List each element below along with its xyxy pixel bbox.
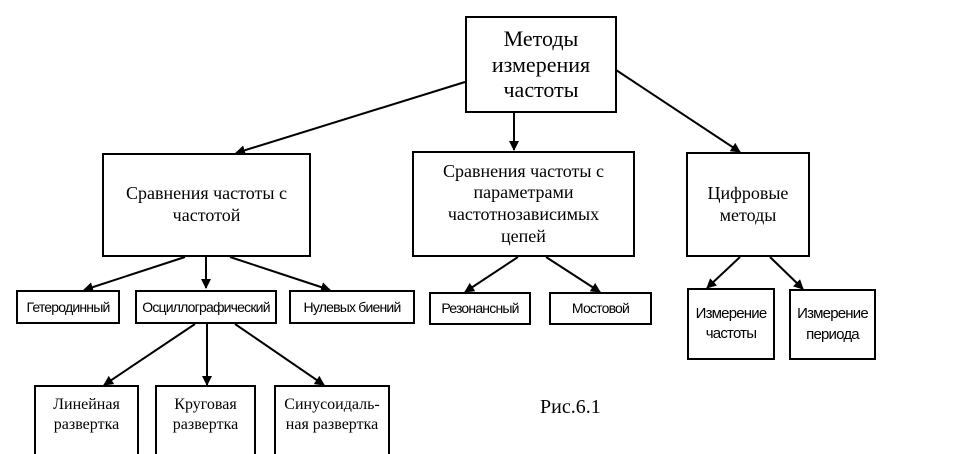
sweep-label: Синусоидаль-ная развертка [284,396,380,433]
root-node: Методы измерения частоты [465,16,617,113]
sweep-label: Круговая развертка [172,396,239,433]
method-resonant: Резонансный [429,292,531,325]
method-frequency-measurement: Измерение частоты [687,288,775,360]
edge-digital-to-period-measure [769,256,804,290]
method-label: Резонансный [441,300,519,317]
method-label: Мостовой [571,300,630,317]
method-label: Нулевых биений [303,298,402,315]
edge-oscillographic-to-sinusoidal [234,323,325,386]
method-label: Измерение частоты [695,304,768,342]
edge-digital-to-freq-measure [706,256,741,289]
edge-circuits-to-bridge [545,256,601,293]
method-zero-beat: Нулевых биений [289,290,415,324]
root-label: Методы измерения частоты [491,25,591,103]
edge-oscillographic-to-linear [103,323,196,386]
group-node-circuit-comparison: Сравнения частоты с параметрами частотно… [412,151,635,257]
group-node-frequency-comparison: Сравнения частоты с частотой [102,153,311,257]
method-label: Осциллографический [142,298,270,315]
sweep-label: Линейная развертка [53,396,120,433]
group-label: Сравнения частоты с параметрами частотно… [442,160,605,246]
method-oscillographic: Осциллографический [135,290,277,324]
figure-caption: Рис.6.1 [540,396,601,418]
sweep-linear: Линейная развертка [34,385,139,454]
method-heterodyne: Гетеродинный [16,290,120,324]
method-period-measurement: Измерение периода [789,289,876,360]
edge-comparison-to-zero-beat [229,256,331,292]
method-label: Гетеродинный [26,298,110,315]
group-label: Сравнения частоты с частотой [125,183,288,225]
group-node-digital-methods: Цифровые методы [686,152,810,257]
method-label: Измерение периода [797,305,869,343]
sweep-circular: Круговая развертка [155,385,256,454]
edge-root-to-group-comparison [235,81,466,156]
edge-comparison-to-heterodyne [83,256,186,292]
method-bridge: Мостовой [549,292,652,325]
edge-circuits-to-resonant [464,256,519,293]
sweep-sinusoidal: Синусоидаль-ная развертка [274,385,390,454]
group-label: Цифровые методы [707,182,789,225]
edge-root-to-group-digital [615,69,741,153]
